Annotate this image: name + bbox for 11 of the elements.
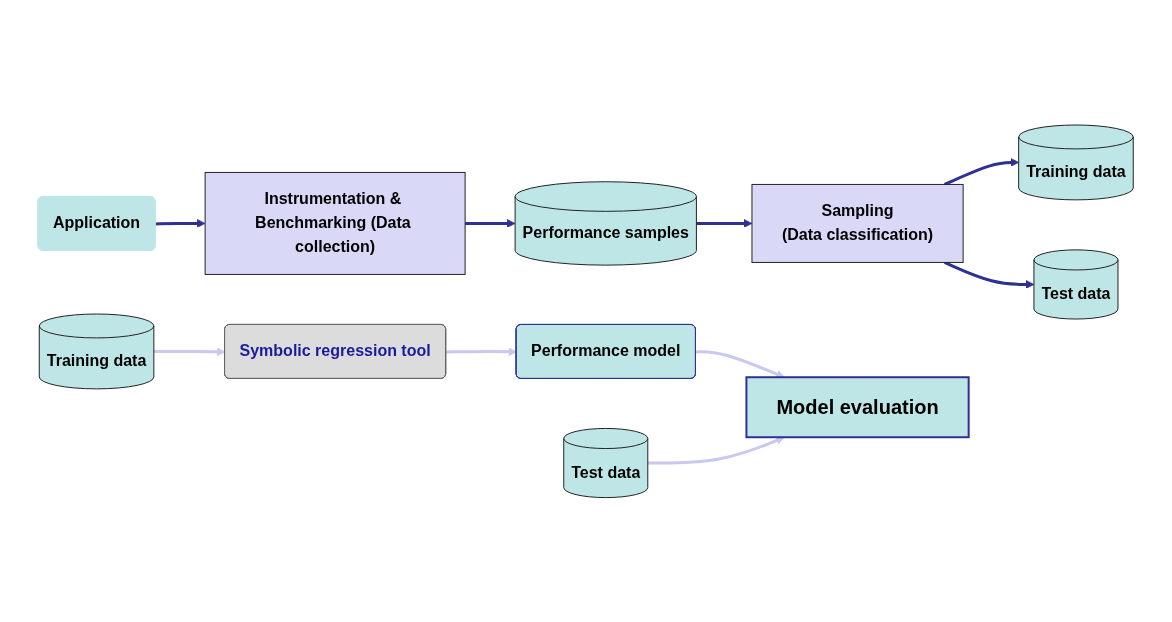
- arrow: [944, 157, 1020, 186]
- arrow: [696, 218, 753, 228]
- arrow: [154, 347, 226, 356]
- arrow: [648, 435, 786, 465]
- arrow: [465, 218, 516, 228]
- node-box: Instrumentation & Benchmarking (Data collection): [205, 171, 466, 275]
- arrow: [155, 218, 206, 228]
- node-box: Sampling (Data classification): [751, 183, 964, 263]
- arrow: [696, 350, 786, 378]
- arrow: [446, 347, 518, 356]
- node-box: Model evaluation: [745, 375, 971, 438]
